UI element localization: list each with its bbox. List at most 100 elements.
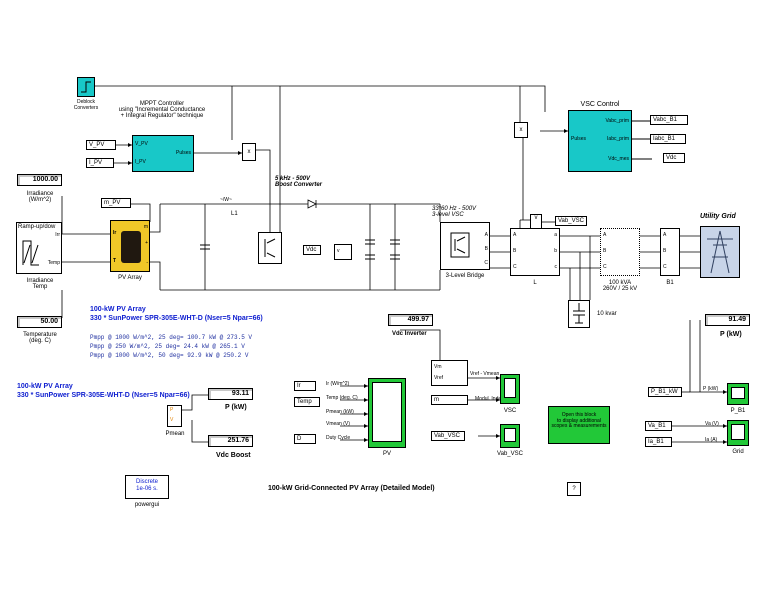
pv-sig-vmean: Vmean (V) (326, 421, 350, 427)
grid-power-display: 91.49 (705, 314, 750, 326)
filter-inductor-block[interactable]: A B C a b c (510, 228, 560, 276)
bus-label: B1 (666, 280, 674, 286)
vsc-control-out: Pulses (571, 136, 587, 142)
filter-port-b2: b (554, 248, 557, 254)
from-va-b1[interactable]: Va_B1 (645, 421, 672, 431)
from-iabc-b1[interactable]: Iabc_B1 (650, 134, 686, 144)
pv-scope[interactable] (368, 378, 406, 448)
mppt-controller-block[interactable]: V_PV I_PV Pulses (132, 135, 194, 172)
model-title: 100-kW Grid-Connected PV Array (Detailed… (268, 485, 435, 492)
bus-b1-block[interactable]: A B C (660, 228, 680, 276)
vdc-boost-label: Vdc Boost (216, 452, 251, 459)
vsc-control-in2: Iabc_prim (607, 136, 629, 142)
mppt-out-pulses: Pulses (175, 150, 191, 156)
vab-vsc-scope[interactable] (500, 424, 520, 448)
boost-igbt-block[interactable] (258, 232, 282, 264)
vsc-control-block[interactable]: Vabc_prim Iabc_prim Vdc_mes Pulses (568, 110, 632, 172)
temperature-display: 50.00 (17, 316, 62, 328)
filter-port-a: A (513, 232, 517, 238)
grid-scope-label: Grid (732, 449, 744, 455)
capacitor-bank-block[interactable] (568, 300, 590, 328)
vsc-scope[interactable] (500, 374, 520, 404)
transformer-block[interactable]: A B C (600, 228, 640, 276)
scope-screen (504, 428, 516, 442)
ramp-out-irr: Irr (55, 232, 60, 238)
pv-sig-pmean: Pmean (kW) (326, 409, 354, 415)
pv-array-block[interactable]: Ir T m + - (110, 220, 150, 272)
vdc-boost-display: 251.76 (208, 435, 253, 447)
pv-power-label: P (kW) (225, 404, 247, 411)
ramp-label: Irradiance Temp (26, 278, 54, 290)
bridge-label: 3-Level Bridge (445, 273, 485, 279)
goto-vab-vsc[interactable]: Vab_VSC (555, 216, 587, 226)
xfmr-port-c: C (603, 264, 607, 270)
pv-sig-ir: Ir (W/m^2) (326, 381, 350, 387)
from-temp[interactable]: Temp (294, 397, 320, 407)
ramp-updown-block[interactable]: Ramp-up/dow Irr Temp (16, 222, 62, 274)
pv-port-t: T (113, 258, 117, 264)
p-b1-scope[interactable] (727, 383, 749, 405)
xfmr-port-b: B (603, 248, 607, 254)
pv-info-line2: 330 * SunPower SPR-305E-WHT-D (Nser=5 Np… (90, 315, 263, 322)
from-ir[interactable]: Ir (294, 381, 316, 391)
help-button[interactable]: ? (567, 482, 581, 496)
pmpp-line-1: Pmpp @ 1000 W/m^2, 25 deg= 100.7 kW @ 27… (90, 334, 253, 341)
pv-info-line1: 100-kW PV Array (90, 306, 146, 313)
vsc-sig-vref: Vref - Vmean (470, 371, 500, 377)
filter-port-b: B (513, 248, 517, 254)
voltage-measurement-block[interactable]: v (334, 244, 352, 260)
from-m[interactable]: m (431, 395, 468, 405)
grid-scope[interactable] (727, 420, 749, 446)
utility-grid-block[interactable] (700, 226, 740, 278)
pv-port-ir: Ir (113, 230, 117, 236)
vsc-control-in3: Vdc_mes (608, 156, 629, 162)
vdc-inverter-display: 499.97 (388, 314, 433, 326)
grid-power-sig: P (kW) (703, 386, 719, 392)
mppt-title: MPPT Controller using "Incremental Condu… (118, 101, 206, 119)
scope-screen (504, 378, 516, 398)
filter-label: L (533, 280, 537, 286)
pmean-in-p: P (170, 407, 174, 413)
vsc-control-in1: Vabc_prim (605, 118, 629, 124)
vsc-measure-block[interactable]: Vm Vref (431, 360, 468, 386)
from-ia-b1[interactable]: Ia_B1 (645, 437, 672, 447)
boost-multiply-block[interactable]: x (242, 143, 256, 161)
ramp-waveform-icon (22, 240, 39, 266)
from-d[interactable]: D (294, 434, 316, 444)
vsc-measure-vm: Vm (434, 364, 442, 370)
from-vabc-b1[interactable]: Vabc_B1 (650, 115, 688, 125)
ramp-title: Ramp-up/dow (18, 224, 56, 230)
from-p-b1-kw[interactable]: P_B1_kW (648, 387, 682, 397)
scope-screen (372, 382, 402, 442)
deblock-step-block[interactable] (77, 77, 95, 97)
filter-port-a2: a (554, 232, 557, 238)
three-level-bridge-block[interactable]: A B C (440, 222, 490, 270)
transformer-label: 100 kVA 260V / 25 kV (602, 280, 638, 292)
pv-port-plus: + (145, 240, 148, 246)
vsc-control-wires (632, 120, 652, 160)
xfmr-port-a: A (603, 232, 607, 238)
mppt-in-vpv: V_PV (135, 141, 148, 147)
inductor-label: L1 (231, 211, 238, 217)
vdc-inverter-label: Vdc Inverter (392, 331, 427, 337)
goto-vpv[interactable]: V_PV (86, 140, 116, 150)
vsc-multiply-block[interactable]: x (514, 122, 528, 138)
vsc-title: 33*60 Hz - 500V 3-level VSC (432, 206, 477, 218)
pmean-block[interactable]: P V (167, 405, 182, 427)
pmean-label: Pmean (165, 431, 185, 437)
open-measurements-block[interactable]: Open this block to display additional sc… (548, 406, 610, 444)
goto-vdc-from[interactable]: Vdc (303, 245, 321, 255)
from-vab-vsc[interactable]: Vab_VSC (431, 431, 465, 441)
scope-screen (731, 387, 745, 399)
goto-mpv[interactable]: m_PV (101, 198, 131, 208)
vsc-control-title: VSC Control (580, 101, 620, 108)
from-vdc[interactable]: Vdc (663, 153, 685, 163)
pv-port-minus: - (146, 260, 148, 266)
igbt-icon (264, 238, 276, 258)
powergui-block[interactable]: Discrete 1e-06 s. (125, 475, 169, 499)
power-tower-icon (707, 230, 733, 274)
goto-ipv[interactable]: I_PV (86, 158, 114, 168)
powergui-label: powergui (134, 502, 160, 508)
